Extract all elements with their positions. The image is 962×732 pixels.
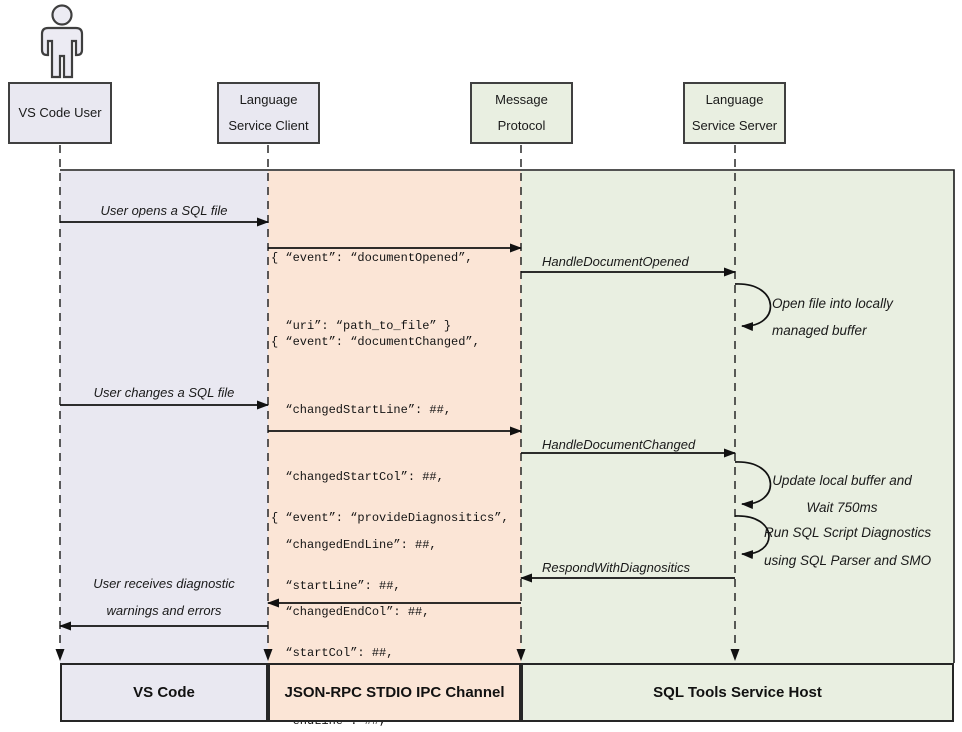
- actor-box-message-protocol: Message Protocol: [470, 82, 573, 144]
- note-run-diagnostics: Run SQL Script Diagnostics using SQL Par…: [764, 519, 931, 575]
- actor-label: VS Code User: [18, 105, 102, 120]
- actor-label: Service Client: [228, 118, 309, 133]
- label-line: warnings and errors: [106, 603, 222, 618]
- note-line: Run SQL Script Diagnostics: [764, 525, 932, 540]
- footer-label: SQL Tools Service Host: [653, 684, 822, 701]
- person-icon: [40, 4, 84, 79]
- label-handle-document-changed: HandleDocumentChanged: [542, 437, 696, 452]
- actor-label: Service Server: [691, 118, 778, 133]
- footer-label: VS Code: [133, 684, 195, 701]
- note-line: Wait 750ms: [806, 500, 878, 515]
- label-user-changes-file: User changes a SQL file: [93, 385, 235, 400]
- label-user-opens-file: User opens a SQL file: [100, 203, 228, 218]
- actor-label: Language: [239, 92, 298, 107]
- note-line: using SQL Parser and SMO: [764, 553, 932, 568]
- footer-label: JSON-RPC STDIO IPC Channel: [284, 684, 505, 701]
- payload-line: { “event”: “documentChanged”,: [271, 335, 480, 349]
- note-line: Open file into locally: [772, 296, 893, 311]
- note-line: managed buffer: [772, 323, 867, 338]
- payload-line: “startLine”: ##,: [271, 578, 401, 593]
- actor-box-language-service-server: Language Service Server: [683, 82, 786, 144]
- payload-line: { “event”: “documentOpened”,: [271, 251, 473, 265]
- label-user-receives-diagnostics: User receives diagnostic warnings and er…: [60, 570, 268, 624]
- actor-label: Message: [495, 92, 548, 107]
- actor-box-vscode-user: VS Code User: [8, 82, 112, 144]
- footer-json-rpc-channel: JSON-RPC STDIO IPC Channel: [268, 663, 521, 722]
- actor-box-language-service-client: Language Service Client: [217, 82, 320, 144]
- payload-line: { “event”: “provideDiagnositics”,: [271, 511, 509, 525]
- note-update-buffer: Update local buffer and Wait 750ms: [752, 467, 932, 521]
- footer-vscode: VS Code: [60, 663, 268, 722]
- label-handle-document-opened: HandleDocumentOpened: [542, 254, 689, 269]
- label-line: User receives diagnostic: [93, 576, 235, 591]
- note-line: Update local buffer and: [772, 473, 912, 488]
- payload-line: “changedStartLine”: ##,: [271, 402, 452, 417]
- actor-label: Protocol: [497, 118, 546, 133]
- footer-sql-tools-service-host: SQL Tools Service Host: [521, 663, 954, 722]
- note-open-buffer: Open file into locally managed buffer: [772, 290, 893, 344]
- actor-label: Language: [705, 92, 764, 107]
- sql-tools-band: [521, 171, 954, 663]
- label-respond-with-diagnostics: RespondWithDiagnositics: [542, 560, 691, 575]
- payload-line: “startCol”: ##,: [271, 646, 394, 660]
